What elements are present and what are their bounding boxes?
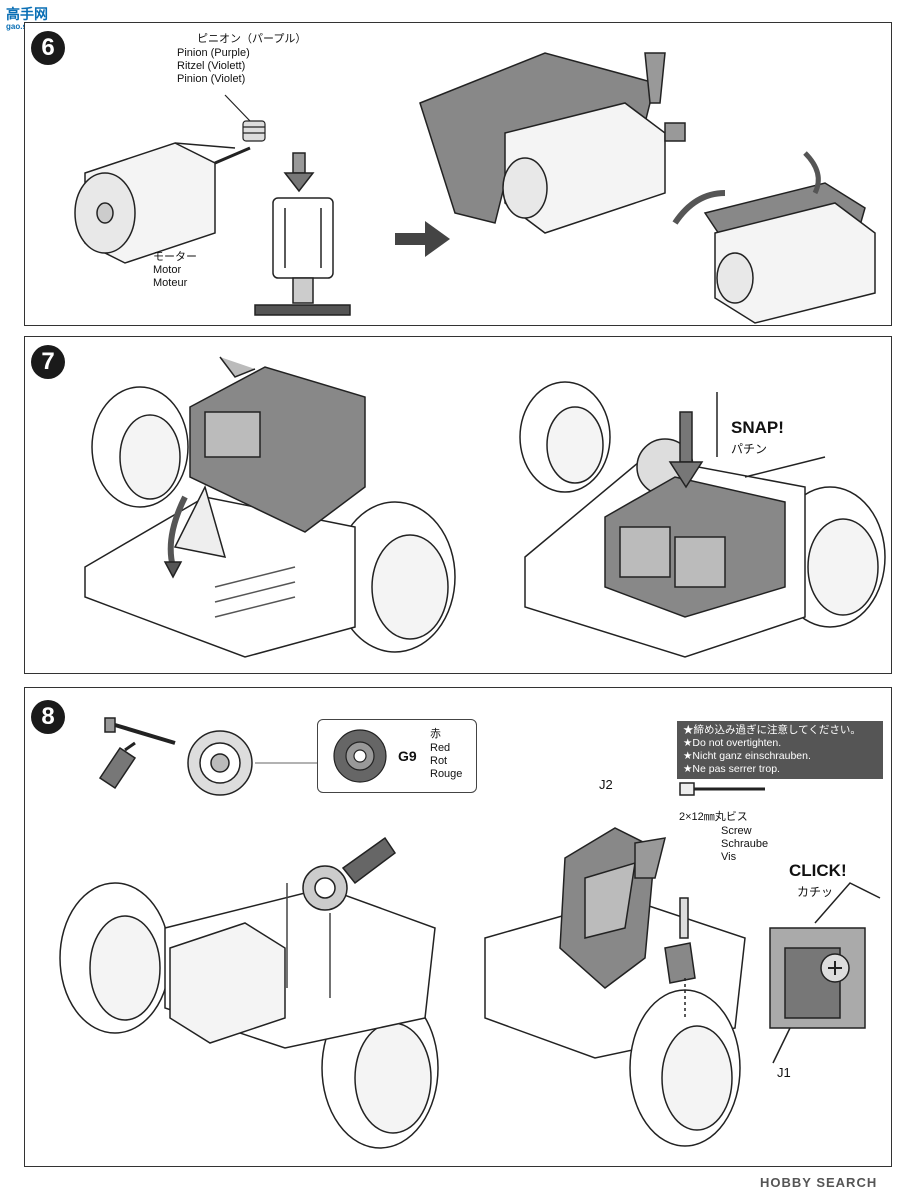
step-6-panel: 6 [24,22,892,326]
overtighten-warning: ★締め込み過ぎに注意してください。 ★Do not overtighten. ★… [677,721,883,779]
step-8-panel: 8 [24,687,892,1167]
step-7-panel: 7 [24,336,892,674]
part-j1-label: J1 [777,1065,791,1080]
snap-label-jp: パチン [731,442,768,456]
screw-label-en: Screw [721,825,752,837]
gear-color-fr: Rouge [430,768,463,780]
gear-color-de: Rot [430,755,448,767]
part-j2-label: J2 [599,777,613,792]
gear-color-jp: 赤 [430,728,441,740]
step-7-illustration [84,356,886,658]
step-6-number: 6 [31,31,65,65]
step-6-illustration [74,52,876,324]
click-label-jp: カチッ [797,885,834,899]
pinion-label-en: Pinion (Purple) [177,47,250,59]
motor-label-jp: モーター [153,251,197,263]
pinion-label-fr: Pinion (Violet) [177,73,246,85]
gear-code: G9 [398,748,417,764]
gear-g9-legend: G9 赤 Red Rot Rouge [317,719,477,793]
screw-label-de: Schraube [721,838,769,850]
warning-fr: ★Ne pas serrer trop. [683,763,780,775]
gear-color-en: Red [430,742,451,754]
step-8-illustration [59,717,881,1149]
motor-label-en: Motor [153,264,182,276]
warning-de: ★Nicht ganz einschrauben. [683,750,811,762]
hobby-search-logo: HOBBY SEARCH [760,1175,878,1190]
warning-jp: ★締め込み過ぎに注意してください。 [683,724,861,736]
click-label: CLICK! [789,861,847,880]
watermark-logo: 高手网 [6,6,48,22]
pinion-label-de: Ritzel (Violett) [177,60,246,72]
step-7-number: 7 [31,345,65,379]
screw-label-fr: Vis [721,851,737,863]
gear-icon [333,729,387,783]
snap-label: SNAP! [731,418,784,437]
screw-label-jp: 2×12㎜丸ビス [679,811,748,823]
motor-label-fr: Moteur [153,277,188,289]
pinion-label-jp: ピニオン（パープル） [197,33,307,45]
step-8-number: 8 [31,700,65,734]
warning-en: ★Do not overtighten. [683,737,782,749]
